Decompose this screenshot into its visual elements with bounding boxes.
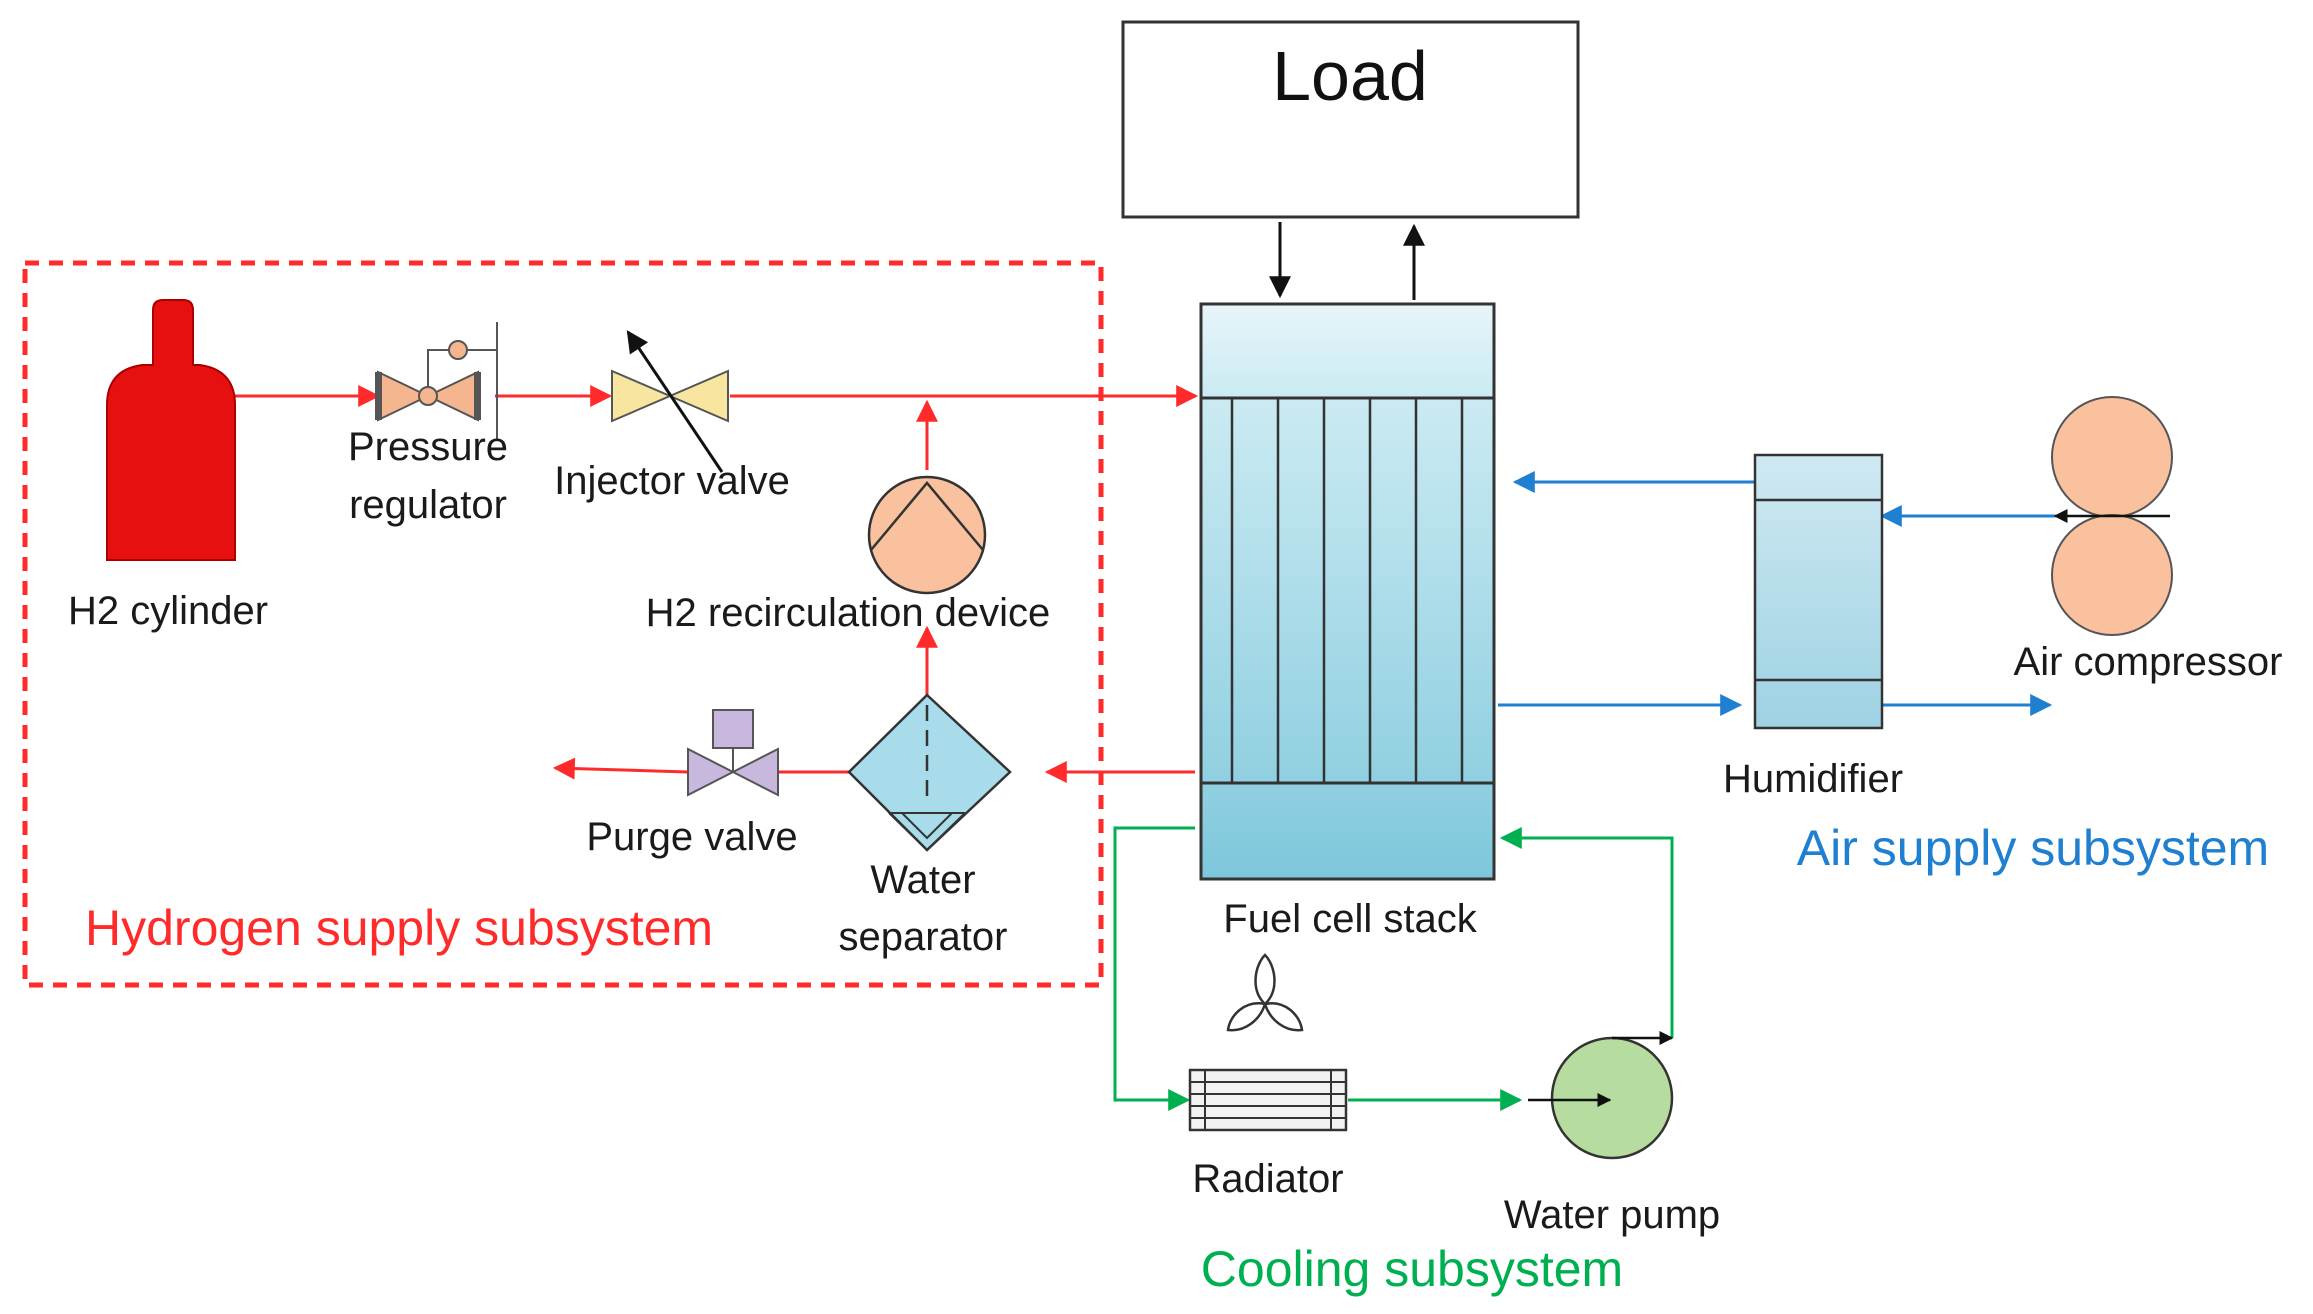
fan-icon — [1226, 953, 1304, 1032]
water-pump-label: Water pump — [1504, 1193, 1720, 1237]
h2-recirculation-device-label: H2 recirculation device — [646, 591, 1051, 635]
radiator — [1188, 1068, 1348, 1132]
air-flow-lines — [1498, 471, 2055, 716]
humidifier — [1753, 453, 1884, 730]
cooling-flow-lines — [1113, 826, 1674, 1111]
air-compressor-label: Air compressor — [2014, 640, 2283, 684]
pressure-regulator-label-line1: Pressure — [348, 425, 508, 469]
injector-valve-label: Injector valve — [554, 459, 790, 503]
water-separator — [847, 693, 1012, 852]
h2-recirculation-device — [867, 475, 987, 595]
air-subsystem-label: Air supply subsystem — [1797, 820, 2269, 876]
cooling-subsystem-label: Cooling subsystem — [1201, 1241, 1623, 1297]
air-compressor — [2051, 396, 2173, 636]
injector-valve — [611, 330, 729, 473]
fuel-cell-stack-label: Fuel cell stack — [1223, 897, 1477, 941]
hydrogen-subsystem-boundary — [22, 260, 1104, 988]
water-separator-label-line2: separator — [839, 915, 1008, 959]
hydrogen-flow-lines — [235, 385, 1199, 783]
load-box: Load — [1121, 20, 1580, 219]
h2-cylinder-label: H2 cylinder — [68, 589, 268, 633]
purge-valve — [687, 709, 779, 797]
h2-cylinder — [106, 299, 236, 561]
radiator-label: Radiator — [1192, 1157, 1343, 1201]
hydrogen-subsystem-label: Hydrogen supply subsystem — [85, 900, 713, 956]
fuel-cell-stack — [1199, 302, 1496, 881]
water-separator-label-line1: Water — [870, 858, 975, 902]
humidifier-label: Humidifier — [1723, 757, 1903, 801]
pressure-regulator — [375, 322, 498, 440]
water-pump — [1528, 1031, 1674, 1160]
pressure-regulator-label-line2: regulator — [349, 483, 507, 527]
purge-valve-label: Purge valve — [586, 815, 797, 859]
load-label: Load — [1272, 37, 1428, 115]
